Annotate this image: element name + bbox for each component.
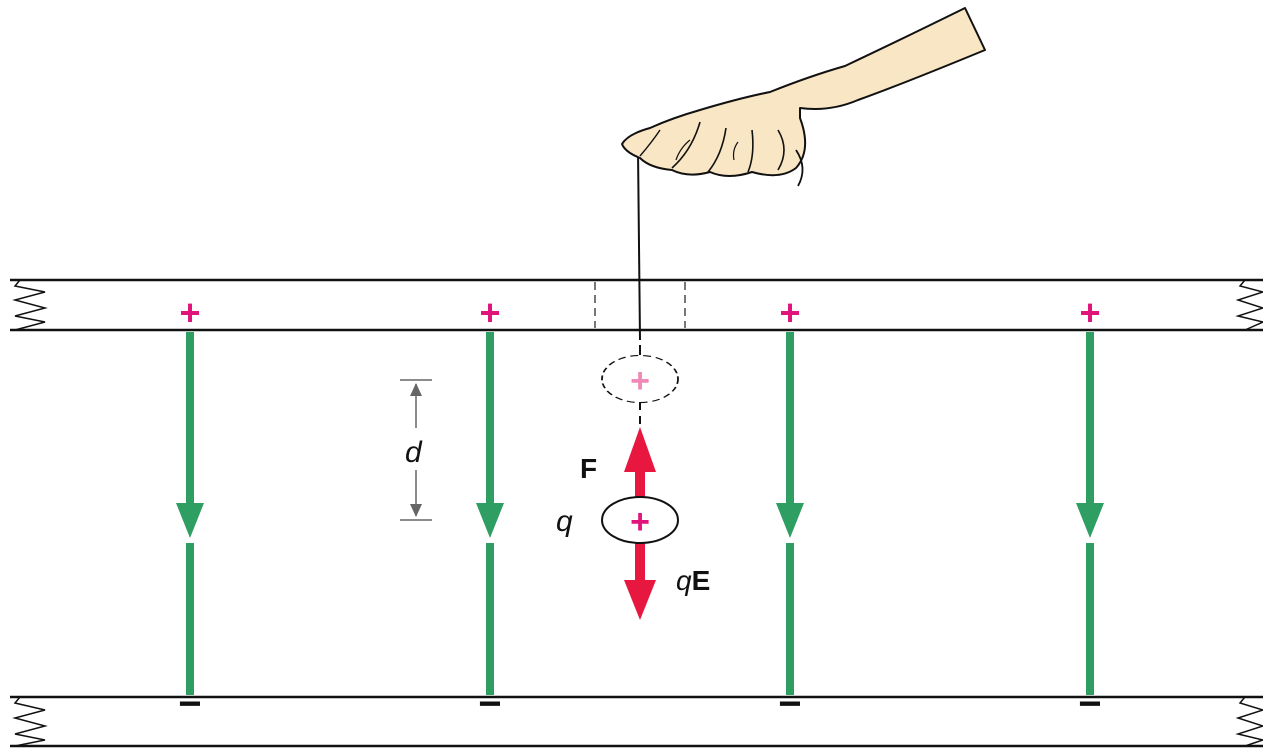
distance-label: d: [405, 436, 423, 469]
electric-force-label: qE: [676, 565, 710, 596]
top-plate: [10, 278, 1263, 332]
minus-charge-2: −: [478, 682, 501, 726]
test-charge-plus-sign: +: [630, 503, 650, 541]
minus-charge-4: −: [1078, 682, 1101, 726]
force-label: F: [580, 453, 597, 484]
minus-charge-3: −: [778, 682, 801, 726]
initial-charge-position: +: [601, 354, 679, 404]
break-mark-icon: [1235, 279, 1263, 331]
break-mark-icon: [12, 696, 48, 747]
plus-charge-2: +: [479, 292, 500, 333]
plus-charge-3: +: [779, 292, 800, 333]
plus-charge-4: +: [1079, 292, 1100, 333]
distance-marker: d: [400, 379, 432, 521]
electric-force-arrow-down: [624, 540, 656, 620]
bottom-plate: [10, 695, 1263, 748]
field-line-4: [1076, 332, 1104, 695]
minus-charge-1: −: [178, 682, 201, 726]
break-mark-icon: [12, 279, 48, 331]
plus-charge-1: +: [179, 292, 200, 333]
field-line-2: [476, 332, 504, 695]
field-line-3: [776, 332, 804, 695]
force-arrow-up: [624, 427, 656, 500]
charge-label: q: [556, 505, 573, 538]
string-icon: [637, 149, 641, 425]
test-charge: +: [601, 496, 679, 544]
hand-icon: [621, 7, 986, 187]
break-mark-icon: [1235, 696, 1263, 747]
ghost-plus-sign: +: [630, 362, 650, 400]
field-line-1: [176, 332, 204, 695]
